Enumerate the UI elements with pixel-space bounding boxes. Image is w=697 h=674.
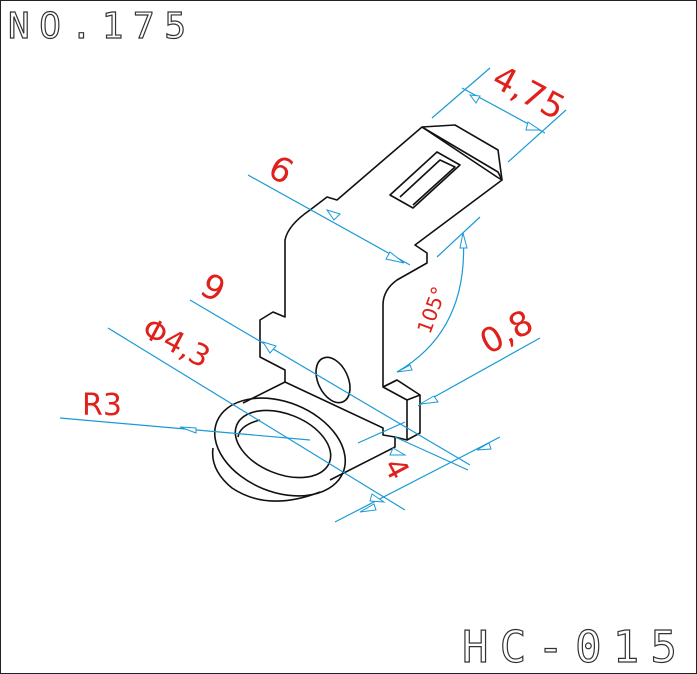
drawing-number: NO.175 — [8, 6, 186, 47]
dim-thickness: 0,8 — [473, 302, 540, 363]
part-outline — [211, 124, 503, 502]
dimension-labels: 4,75 6 9 Φ4,3 R3 0,8 4 105° — [82, 58, 571, 486]
dimension-lines — [59, 67, 567, 523]
dim-angle: 105° — [412, 283, 451, 336]
dim-9: 9 — [194, 266, 232, 311]
dim-4: 4 — [376, 452, 416, 485]
dim-radius: R3 — [82, 388, 122, 423]
dim-hole-diameter: Φ4,3 — [136, 311, 215, 375]
part-code: HC-015 — [462, 622, 677, 673]
dim-4-75: 4,75 — [486, 58, 572, 129]
